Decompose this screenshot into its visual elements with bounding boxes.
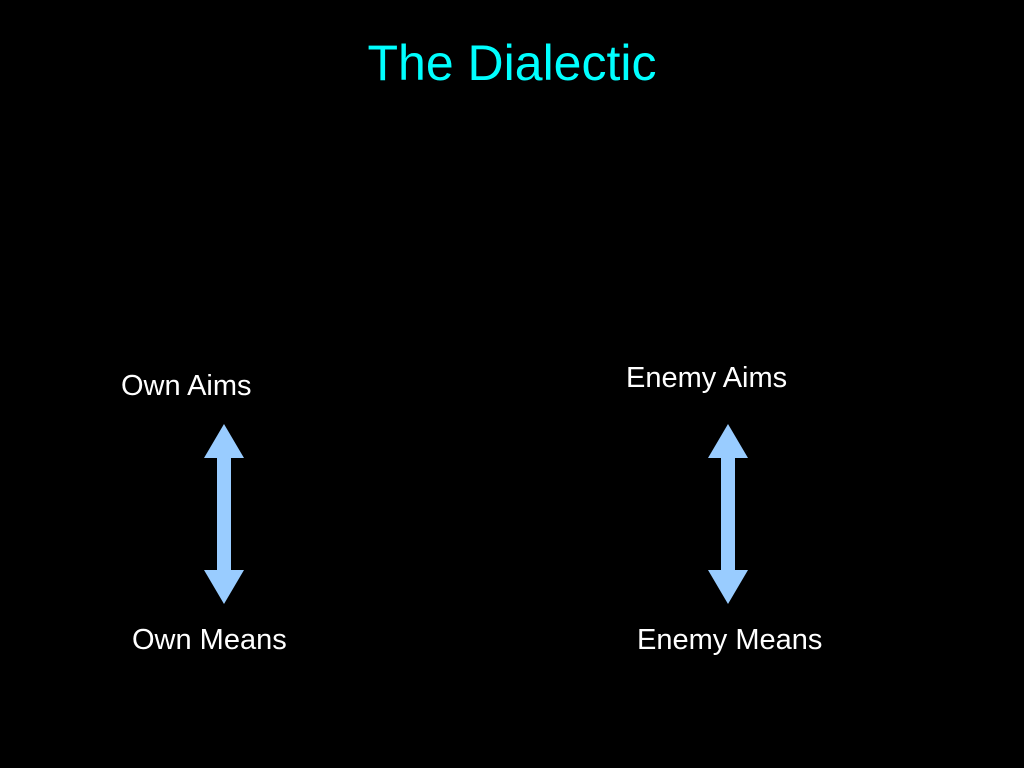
own-double-arrow-icon	[204, 424, 244, 604]
own-means-label: Own Means	[132, 624, 287, 656]
enemy-double-arrow-icon	[708, 424, 748, 604]
enemy-means-label: Enemy Means	[637, 624, 823, 656]
slide-title: The Dialectic	[367, 35, 657, 91]
enemy-aims-label: Enemy Aims	[626, 362, 788, 394]
own-aims-label: Own Aims	[121, 370, 252, 402]
